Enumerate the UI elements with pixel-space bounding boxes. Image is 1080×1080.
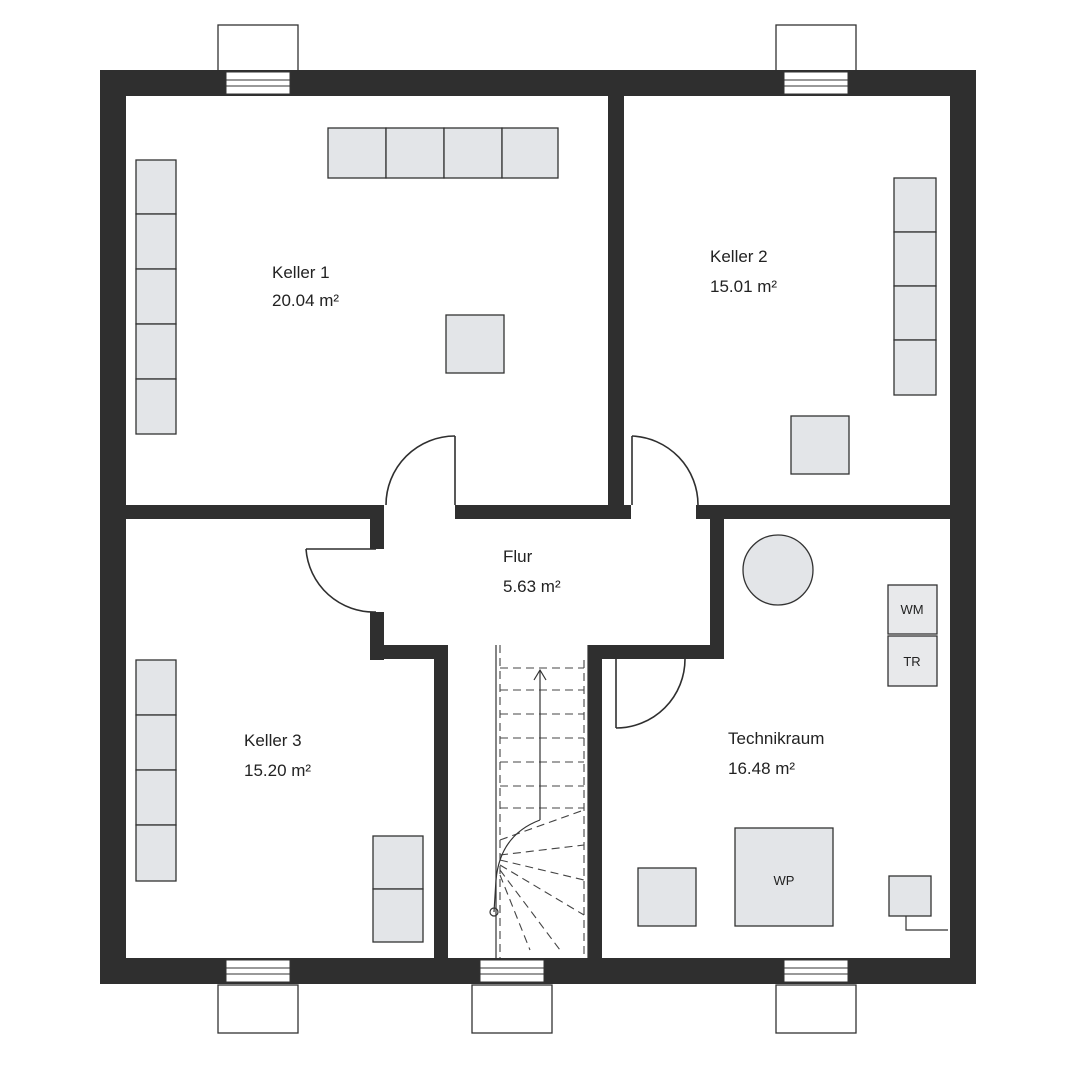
light-well-bottom-right <box>775 984 857 1034</box>
room-name: Flur <box>503 547 533 566</box>
box-keller-2 <box>790 415 850 475</box>
outer-walls <box>100 70 976 984</box>
windows <box>225 71 849 983</box>
dryer-box <box>887 635 938 687</box>
light-wells <box>217 24 857 1034</box>
shelf-bottom-keller-3 <box>372 835 424 943</box>
doors <box>305 435 699 729</box>
room-name: Keller 2 <box>710 247 768 266</box>
dryer-label: TR <box>903 654 920 669</box>
room-label-keller-2: Keller 2 15.01 m² <box>710 247 777 296</box>
room-name: Keller 1 <box>272 263 330 282</box>
washer-box <box>887 584 938 635</box>
heat-pump-box <box>734 827 834 927</box>
window-bottom-center <box>479 959 545 983</box>
room-area: 15.20 m² <box>244 761 311 780</box>
room-area: 16.48 m² <box>728 759 795 778</box>
washer-label: WM <box>900 602 923 617</box>
box-keller-1 <box>445 314 505 374</box>
window-bottom-left <box>225 959 291 983</box>
room-area: 5.63 m² <box>503 577 561 596</box>
room-label-keller-3: Keller 3 15.20 m² <box>244 731 311 780</box>
heat-pump-label: WP <box>774 873 795 888</box>
small-unit-connector <box>905 916 948 931</box>
storage-tank-icon <box>742 534 814 606</box>
keller-2-furniture <box>790 177 937 475</box>
keller-3-furniture <box>135 659 424 943</box>
box-technikraum <box>637 867 697 927</box>
room-label-keller-1: Keller 1 20.04 m² <box>272 263 339 310</box>
room-label-flur: Flur 5.63 m² <box>503 547 561 596</box>
technikraum-equipment <box>637 534 948 931</box>
light-well-top-left <box>217 24 299 74</box>
door-technikraum <box>615 658 686 729</box>
room-name: Keller 3 <box>244 731 302 750</box>
door-keller-3 <box>305 548 377 613</box>
shelf-left-keller-1 <box>135 159 177 435</box>
light-well-bottom-left <box>217 984 299 1034</box>
window-top-left <box>225 71 291 95</box>
shelf-left-keller-3 <box>135 659 177 882</box>
door-keller-1 <box>385 435 456 506</box>
light-well-bottom-center <box>471 984 553 1034</box>
small-unit-technikraum <box>888 875 932 917</box>
light-well-top-right <box>775 24 857 74</box>
keller-1-furniture <box>135 127 559 435</box>
inner-walls <box>126 96 950 958</box>
room-area: 20.04 m² <box>272 291 339 310</box>
staircase <box>489 645 589 958</box>
shelf-top-keller-1 <box>327 127 559 179</box>
shelf-right-keller-2 <box>893 177 937 396</box>
window-top-right <box>783 71 849 95</box>
room-label-technikraum: Technikraum 16.48 m² <box>728 729 824 778</box>
door-keller-2 <box>631 435 699 506</box>
room-name: Technikraum <box>728 729 824 748</box>
window-bottom-right <box>783 959 849 983</box>
room-area: 15.01 m² <box>710 277 777 296</box>
